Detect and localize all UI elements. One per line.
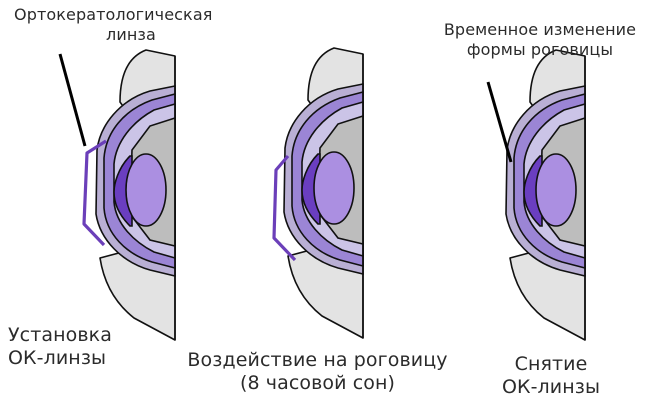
eye-panel-wear [274, 48, 363, 338]
cornea-change-label: Временное изменение формы роговицы [426, 20, 654, 60]
lens-label: Ортокератологическая линза [14, 5, 212, 45]
eye-panel-removal [506, 50, 585, 340]
step-wear-caption: Воздействие на роговицу (8 часовой сон) [165, 349, 470, 395]
cornea-pointer-line [488, 82, 511, 162]
eye-panel-placement [84, 50, 175, 340]
step-placement-caption: Установка ОК-линзы [8, 324, 112, 370]
lens-pointer-line [60, 54, 85, 146]
step-removal-caption: Снятие ОК-линзы [492, 353, 610, 399]
